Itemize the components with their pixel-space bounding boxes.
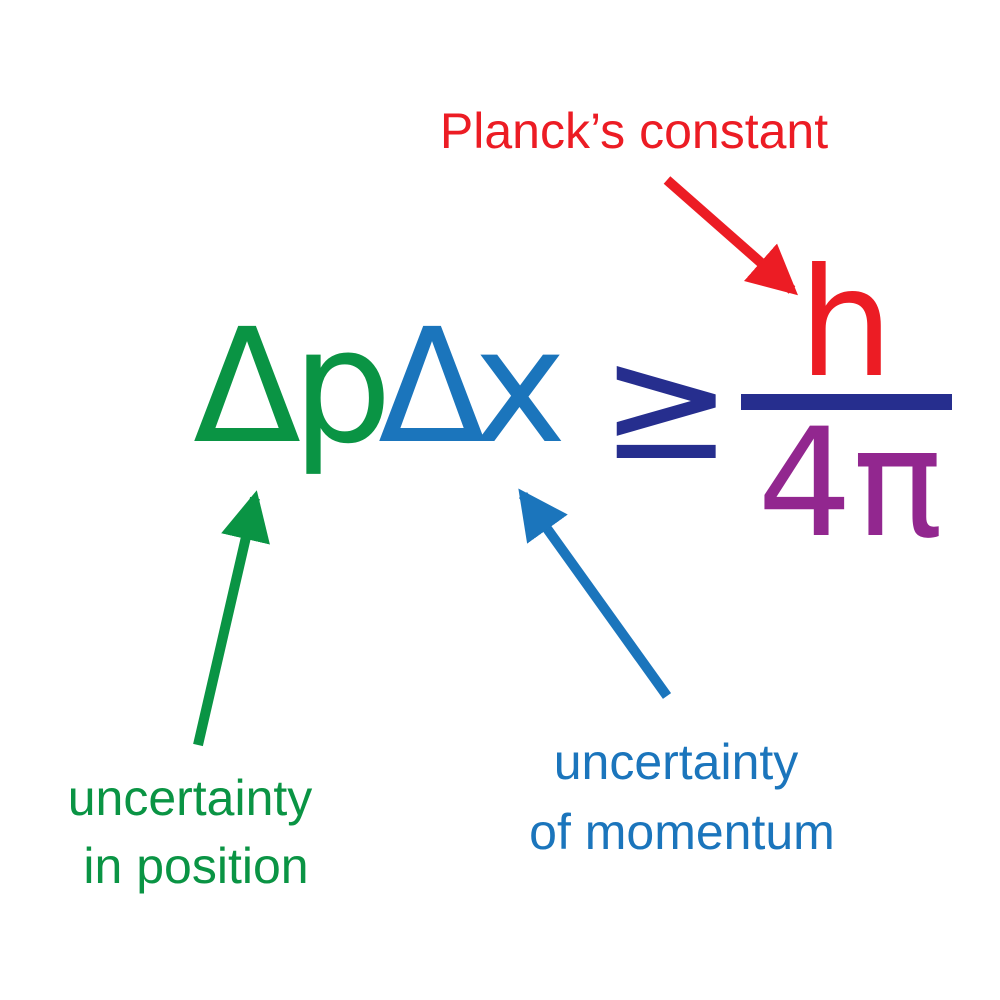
position-label-line1: uncertainty (68, 770, 313, 826)
planck-constant-label: Planck’s constant (440, 103, 828, 159)
planck-arrow (663, 176, 799, 296)
momentum-arrow (518, 488, 672, 699)
delta-x-symbol: Δ (378, 295, 486, 479)
position-label-line2: in position (83, 838, 308, 894)
momentum-label-line2: of momentum (529, 804, 835, 860)
denominator-4pi: 4π (757, 397, 943, 571)
momentum-label-line1: uncertainty (554, 734, 799, 790)
greater-equal-symbol: ≥ (600, 312, 732, 496)
delta-x-letter: x (473, 295, 567, 479)
delta-p-symbol: Δ (193, 295, 301, 479)
position-arrow (193, 490, 270, 747)
numerator-h: h (798, 237, 893, 411)
delta-p-letter: p (292, 295, 392, 479)
